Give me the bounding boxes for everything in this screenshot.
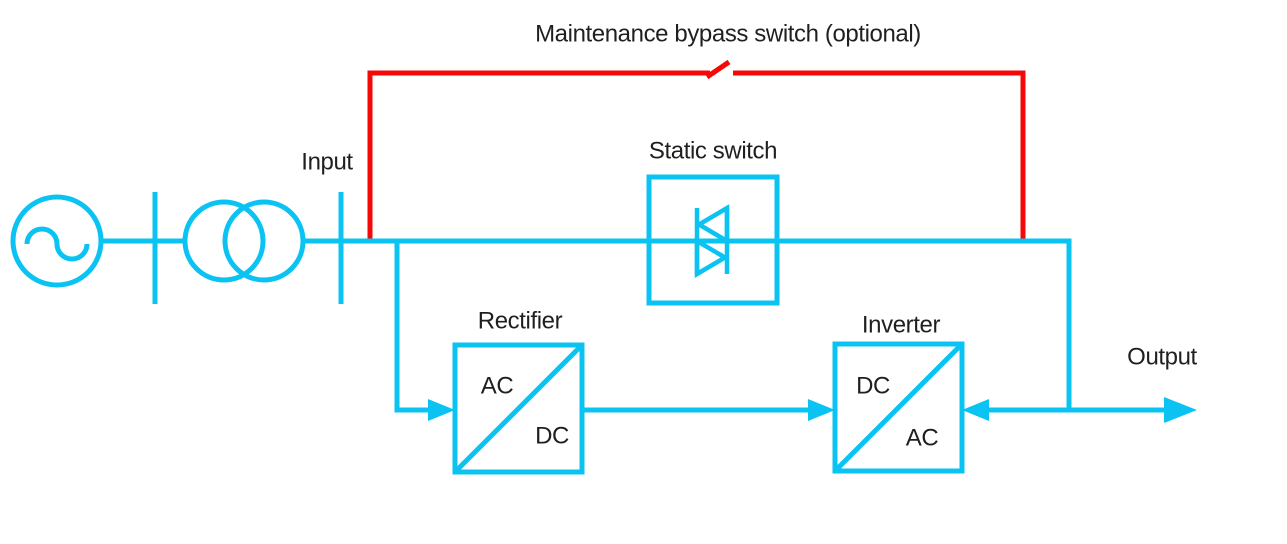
bypass-line-left — [367, 70, 710, 241]
rectifier-dc-label: DC — [535, 422, 569, 449]
inverter-dc-label: DC — [856, 372, 890, 399]
static-switch-label: Static switch — [649, 137, 777, 164]
inverter-symbol: DC AC — [832, 341, 965, 474]
sine-wave-icon — [24, 226, 90, 262]
input-label: Input — [301, 148, 353, 175]
rectifier-branch-line — [394, 241, 429, 413]
inverter-output-arrow-icon — [962, 399, 989, 421]
rectifier-label: Rectifier — [478, 307, 563, 334]
bypass-switch-blade-icon — [705, 59, 731, 80]
bypass-path — [367, 59, 1026, 241]
main-bus-line — [302, 238, 1072, 410]
transformer-coil-primary — [182, 199, 266, 283]
rectifier-input-arrow-icon — [428, 399, 455, 421]
triac-lower-triangle — [694, 237, 730, 278]
inverter-box — [832, 341, 965, 474]
static-switch-box — [646, 174, 780, 306]
inverter-ac-label: AC — [906, 424, 939, 451]
output-arrow-icon — [1164, 397, 1197, 423]
bypass-line-right — [733, 70, 1026, 239]
inverter-input-arrow-icon — [808, 399, 835, 421]
inverter-diagonal — [833, 342, 964, 473]
ac-source-symbol — [10, 194, 104, 288]
output-label: Output — [1127, 343, 1197, 370]
static-switch-symbol — [646, 174, 780, 306]
inverter-label: Inverter — [862, 311, 941, 338]
triac-icon — [694, 204, 730, 278]
transformer-symbol — [182, 199, 306, 283]
rectifier-ac-label: AC — [481, 372, 514, 399]
rectifier-symbol: AC DC — [452, 342, 585, 475]
maintenance-bypass-label: Maintenance bypass switch (optional) — [535, 20, 921, 47]
rectifier-diagonal — [453, 343, 584, 474]
triac-upper-triangle — [694, 204, 730, 245]
